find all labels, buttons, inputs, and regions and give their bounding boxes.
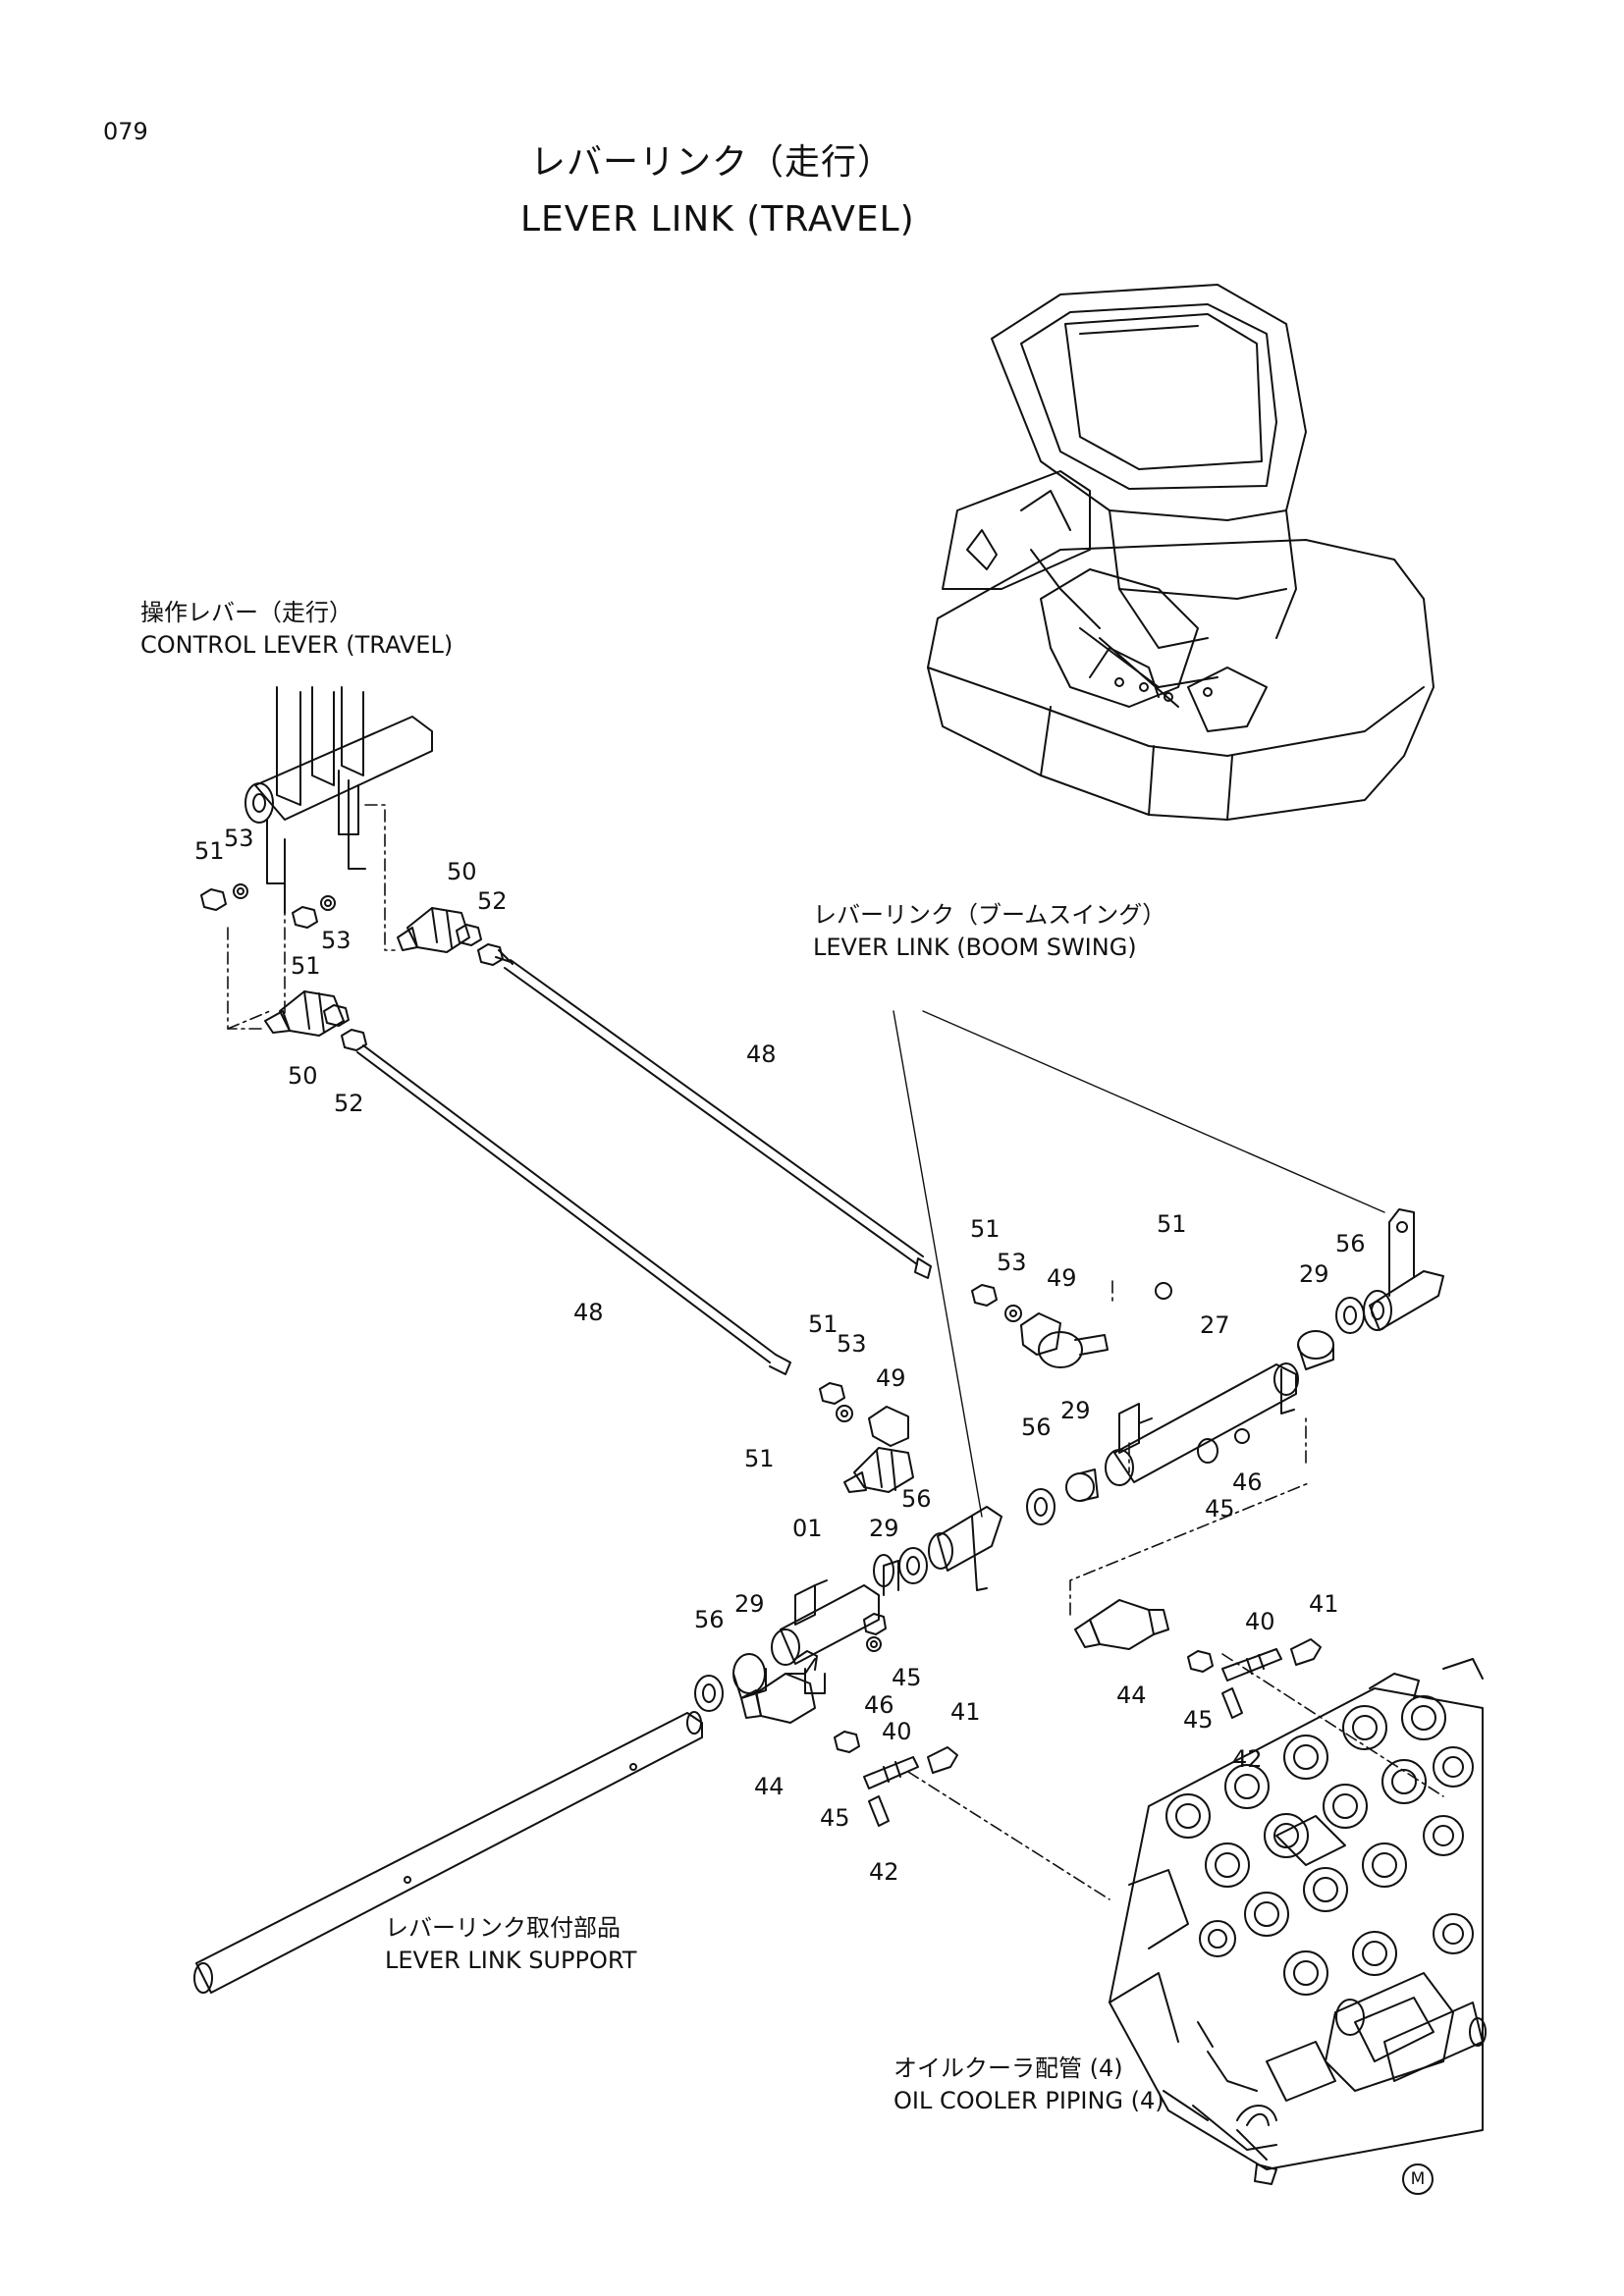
callout: 48 [573,1299,604,1326]
callout: 56 [1335,1230,1366,1257]
callout: 53 [997,1249,1027,1276]
shaft-27 [1105,1282,1299,1486]
callout: 56 [1021,1414,1052,1441]
callout: 44 [1116,1682,1147,1709]
control-lever-label-en: CONTROL LEVER (TRAVEL) [140,631,454,659]
callout: 56 [694,1606,725,1633]
callout: 51 [291,952,321,980]
rod-end-hardware [819,1284,1109,1493]
bushing-set-mid [1026,1428,1250,1525]
callout: 51 [194,837,225,865]
bushing-set-right [1297,1208,1444,1370]
ball-joint-44-right [1074,1599,1169,1650]
nut-washer-set [200,883,504,1051]
callout: 40 [1245,1608,1275,1635]
boom-swing-label-jp: レバーリンク（ブームスイング） [813,901,1166,929]
callout: 44 [754,1773,785,1800]
callout: 29 [869,1515,899,1542]
oil-cooler-label-jp: オイルクーラ配管 (4) [893,2055,1123,2082]
excavator-cab-icon [927,284,1435,821]
page-number: 079 [103,118,148,145]
callout: 53 [321,927,352,954]
callout: 40 [882,1718,912,1745]
callout: 51 [744,1445,775,1472]
callout: 49 [876,1364,906,1392]
control-lever-travel-icon [244,686,433,914]
support-label-jp: レバーリンク取付部品 [385,1914,621,1942]
pin-set-right [1187,1638,1322,1719]
ball-joint-44-lower [740,1650,818,1724]
page-title-jp: レバーリンク（走行） [530,142,894,183]
callout: 51 [1157,1210,1187,1238]
pin-set-lower [834,1731,958,1827]
callout: 46 [864,1691,894,1719]
ball-joint-50-lower [264,990,345,1037]
callout: 45 [820,1804,850,1832]
callout: 53 [837,1330,867,1358]
callout: 42 [1232,1745,1263,1773]
callout: 41 [1309,1590,1339,1618]
callout: 29 [1060,1397,1091,1424]
manufacturer-mark: M [1402,2163,1434,2195]
callout: 42 [869,1858,899,1886]
callout: 41 [950,1698,981,1726]
support-label-en: LEVER LINK SUPPORT [385,1947,637,1974]
callout: 27 [1200,1311,1230,1339]
control-valve-icon [1109,1658,1487,2185]
callout: 48 [746,1041,777,1068]
callout: 53 [224,825,254,852]
boom-swing-label-en: LEVER LINK (BOOM SWING) [813,934,1137,961]
callout: 49 [1047,1264,1077,1292]
callout: 45 [1183,1706,1214,1734]
page-title-en: LEVER LINK (TRAVEL) [520,199,915,240]
oil-cooler-label-en: OIL COOLER PIPING (4) [893,2087,1164,2114]
ball-joint-50-upper [397,907,470,953]
callout: 45 [892,1664,922,1691]
rod-48-upper [495,949,932,1279]
callout: 50 [447,858,477,885]
callout: 45 [1205,1495,1235,1522]
callout: 46 [1232,1468,1263,1496]
callout: 29 [734,1590,765,1618]
callout: 51 [808,1310,839,1338]
callout: 56 [901,1485,932,1513]
rod-48-lower [356,1044,791,1375]
callout: 29 [1299,1260,1329,1288]
callout: 51 [970,1215,1001,1243]
control-lever-label-jp: 操作レバー（走行） [140,599,352,626]
callout: 52 [477,887,508,915]
callout: 01 [792,1515,823,1542]
bracket-01 [694,1506,1002,1712]
callout: 50 [288,1062,318,1090]
callout: 52 [334,1090,364,1117]
lever-link-support-tube [193,1711,703,1994]
